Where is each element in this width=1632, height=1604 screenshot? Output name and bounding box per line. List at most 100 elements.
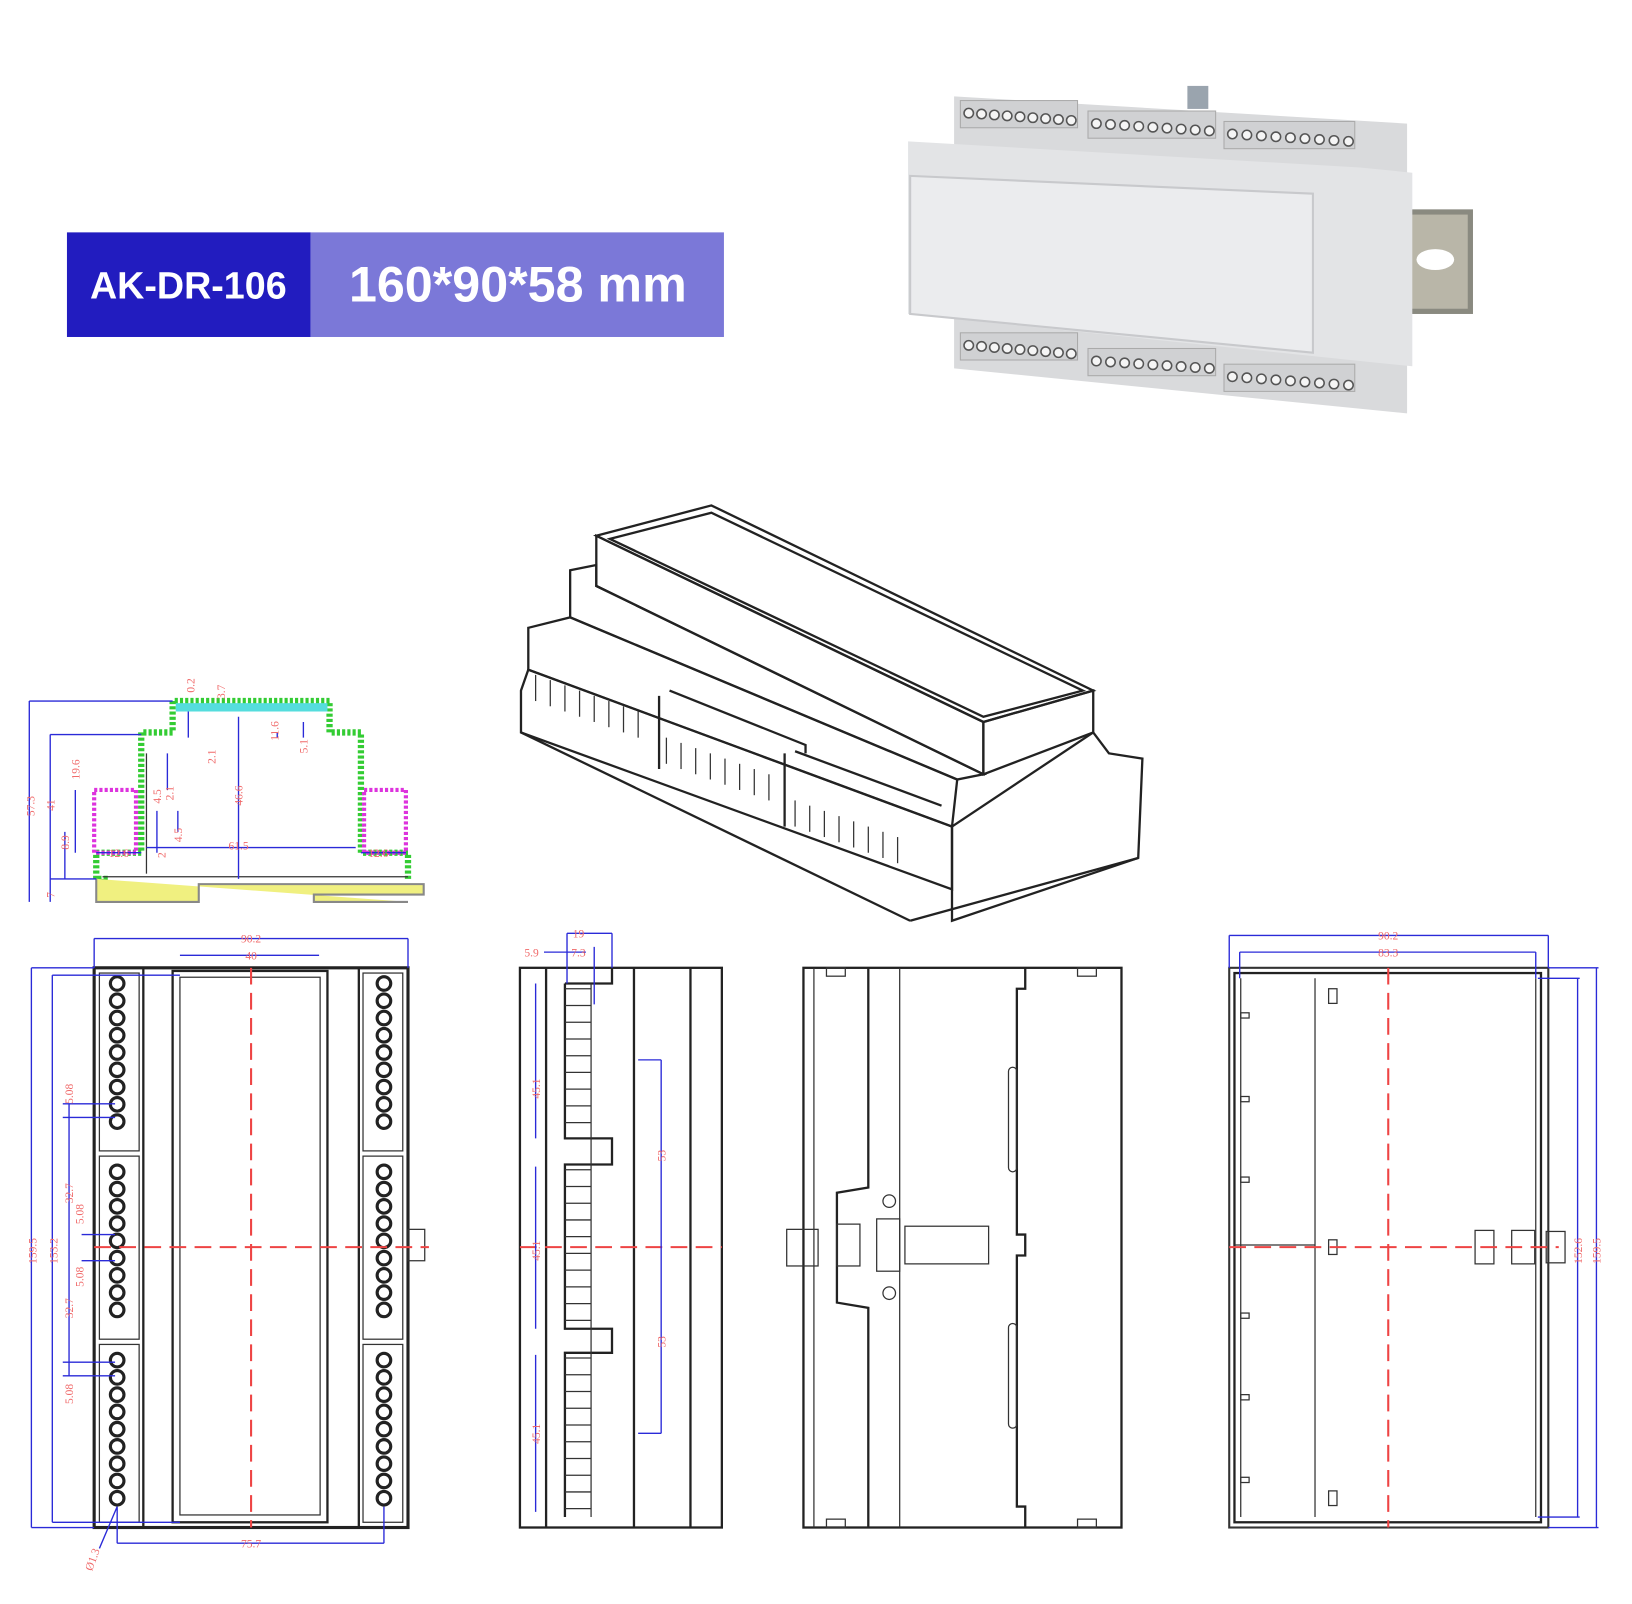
- terminal-hole: [108, 1386, 126, 1404]
- dim-label: 19: [573, 928, 585, 940]
- terminal-hole: [1270, 374, 1282, 386]
- terminal-hole: [1001, 343, 1013, 354]
- section-view: 0.2 3.7 57.3 41 19.6 8.9 7 12.6 61.5 12.…: [26, 678, 425, 903]
- terminal-hole: [375, 1026, 393, 1044]
- terminal-hole: [1313, 377, 1325, 389]
- terminal-hole: [108, 1301, 126, 1319]
- terminal-hole: [1175, 361, 1187, 373]
- terminal-hole: [375, 1232, 393, 1250]
- size-label-bg: [310, 232, 724, 337]
- tick: [1240, 1176, 1250, 1183]
- terminal-hole: [1065, 348, 1077, 360]
- terminal-hole: [1203, 125, 1215, 137]
- terminal-hole: [375, 1113, 393, 1130]
- tick: [1240, 1394, 1250, 1401]
- dim-label: 11.6: [269, 721, 281, 741]
- dim-label: 53: [656, 1150, 668, 1162]
- terminal-hole: [1090, 118, 1102, 130]
- tick: [1240, 1095, 1250, 1103]
- dim-label: 5.08: [75, 1204, 87, 1224]
- terminal-hole: [1040, 113, 1052, 125]
- tick: [1240, 1012, 1250, 1019]
- terminal-hole: [108, 1267, 126, 1284]
- dim-label: 5.9: [524, 947, 539, 959]
- terminal-hole: [108, 1215, 126, 1232]
- terminal-hole: [108, 1455, 126, 1473]
- terminal-hole: [108, 1197, 126, 1215]
- terminal-hole: [1027, 112, 1039, 124]
- terminal-hole: [1052, 114, 1064, 126]
- dim-label: 7: [45, 892, 57, 898]
- terminal-hole: [1299, 133, 1311, 145]
- terminal-hole: [963, 107, 975, 119]
- dim-label: 5.1: [299, 739, 311, 754]
- terminal-hole: [375, 1351, 393, 1369]
- terminal-hole: [375, 1180, 393, 1198]
- terminal-hole: [375, 1197, 393, 1215]
- terminal-hole: [108, 1420, 126, 1438]
- terminal-hole: [108, 992, 126, 1010]
- terminal-hole: [1203, 362, 1215, 374]
- terminal-hole: [1175, 123, 1187, 135]
- tick: [1240, 1476, 1250, 1484]
- dim-label: 32.7: [64, 1183, 76, 1203]
- tick: [1240, 1312, 1250, 1319]
- dim-label: 159.5: [1592, 1238, 1604, 1264]
- dim-label: 45.1: [531, 1240, 543, 1260]
- terminal-hole: [108, 1369, 126, 1386]
- dim-label: 153.2: [49, 1238, 61, 1264]
- terminal-hole: [1299, 376, 1311, 388]
- dim-label: 159.5: [28, 1238, 40, 1264]
- terminal-hole: [108, 1232, 126, 1250]
- terminal-hole: [375, 1420, 393, 1438]
- terminal-hole: [1105, 118, 1116, 130]
- top-view: 90.2 40 159.5 153.2 5.08 32.7 5.08 5.08 …: [28, 934, 429, 1572]
- dim-label: 53: [656, 1336, 668, 1348]
- terminal-hole: [375, 1095, 393, 1113]
- terminal-hole: [108, 1026, 126, 1044]
- terminal-hole: [375, 1472, 393, 1490]
- terminal-hole: [1189, 361, 1201, 373]
- model-label-bg: [66, 232, 311, 337]
- bottom-view: [786, 966, 1123, 1529]
- terminal-hole: [375, 1061, 393, 1079]
- right-view: 90.2 83.3 152.6 159.5: [1228, 931, 1604, 1529]
- terminal-hole: [375, 1455, 393, 1473]
- terminal-hole: [108, 1351, 126, 1369]
- terminal-hole: [375, 1284, 393, 1302]
- terminal-hole: [1105, 356, 1116, 368]
- dim-label: 0.2: [186, 678, 198, 693]
- dim-label: 4.5: [173, 828, 185, 843]
- terminal-hole: [375, 1163, 393, 1181]
- dim-label: 5.08: [64, 1384, 76, 1404]
- dim-label: 7.3: [571, 947, 586, 959]
- model-banner: AK-DR-106 160*90*58 mm: [66, 232, 724, 337]
- terminal-hole: [375, 992, 393, 1010]
- dim-label: 5.08: [64, 1083, 76, 1103]
- terminal-hole: [1147, 359, 1159, 371]
- terminal-hole: [1328, 378, 1340, 390]
- dim-label: 32.7: [64, 1298, 76, 1318]
- terminal-hole: [108, 1284, 126, 1302]
- terminal-hole: [375, 1386, 393, 1404]
- dim-label: 83.3: [1378, 947, 1398, 959]
- terminal-hole: [1255, 130, 1267, 142]
- terminal-hole: [963, 339, 975, 351]
- terminal-hole: [375, 1369, 393, 1386]
- dim-label: 45.1: [531, 1423, 543, 1443]
- terminal-hole: [988, 341, 1000, 353]
- terminal-hole: [108, 1113, 126, 1130]
- terminal-hole: [1343, 135, 1354, 147]
- terminal-hole: [108, 1044, 126, 1061]
- terminal-hole: [1284, 375, 1296, 387]
- terminal-hole: [1328, 134, 1340, 146]
- dim-label: 90.2: [1378, 931, 1398, 943]
- terminal-hole: [108, 1061, 126, 1079]
- terminal-hole: [375, 1403, 393, 1421]
- terminal-hole: [108, 1472, 126, 1490]
- terminal-hole: [1014, 344, 1026, 356]
- terminal-hole: [1343, 379, 1354, 391]
- dim-label: 90.2: [241, 934, 261, 946]
- product-photo: [908, 85, 1473, 414]
